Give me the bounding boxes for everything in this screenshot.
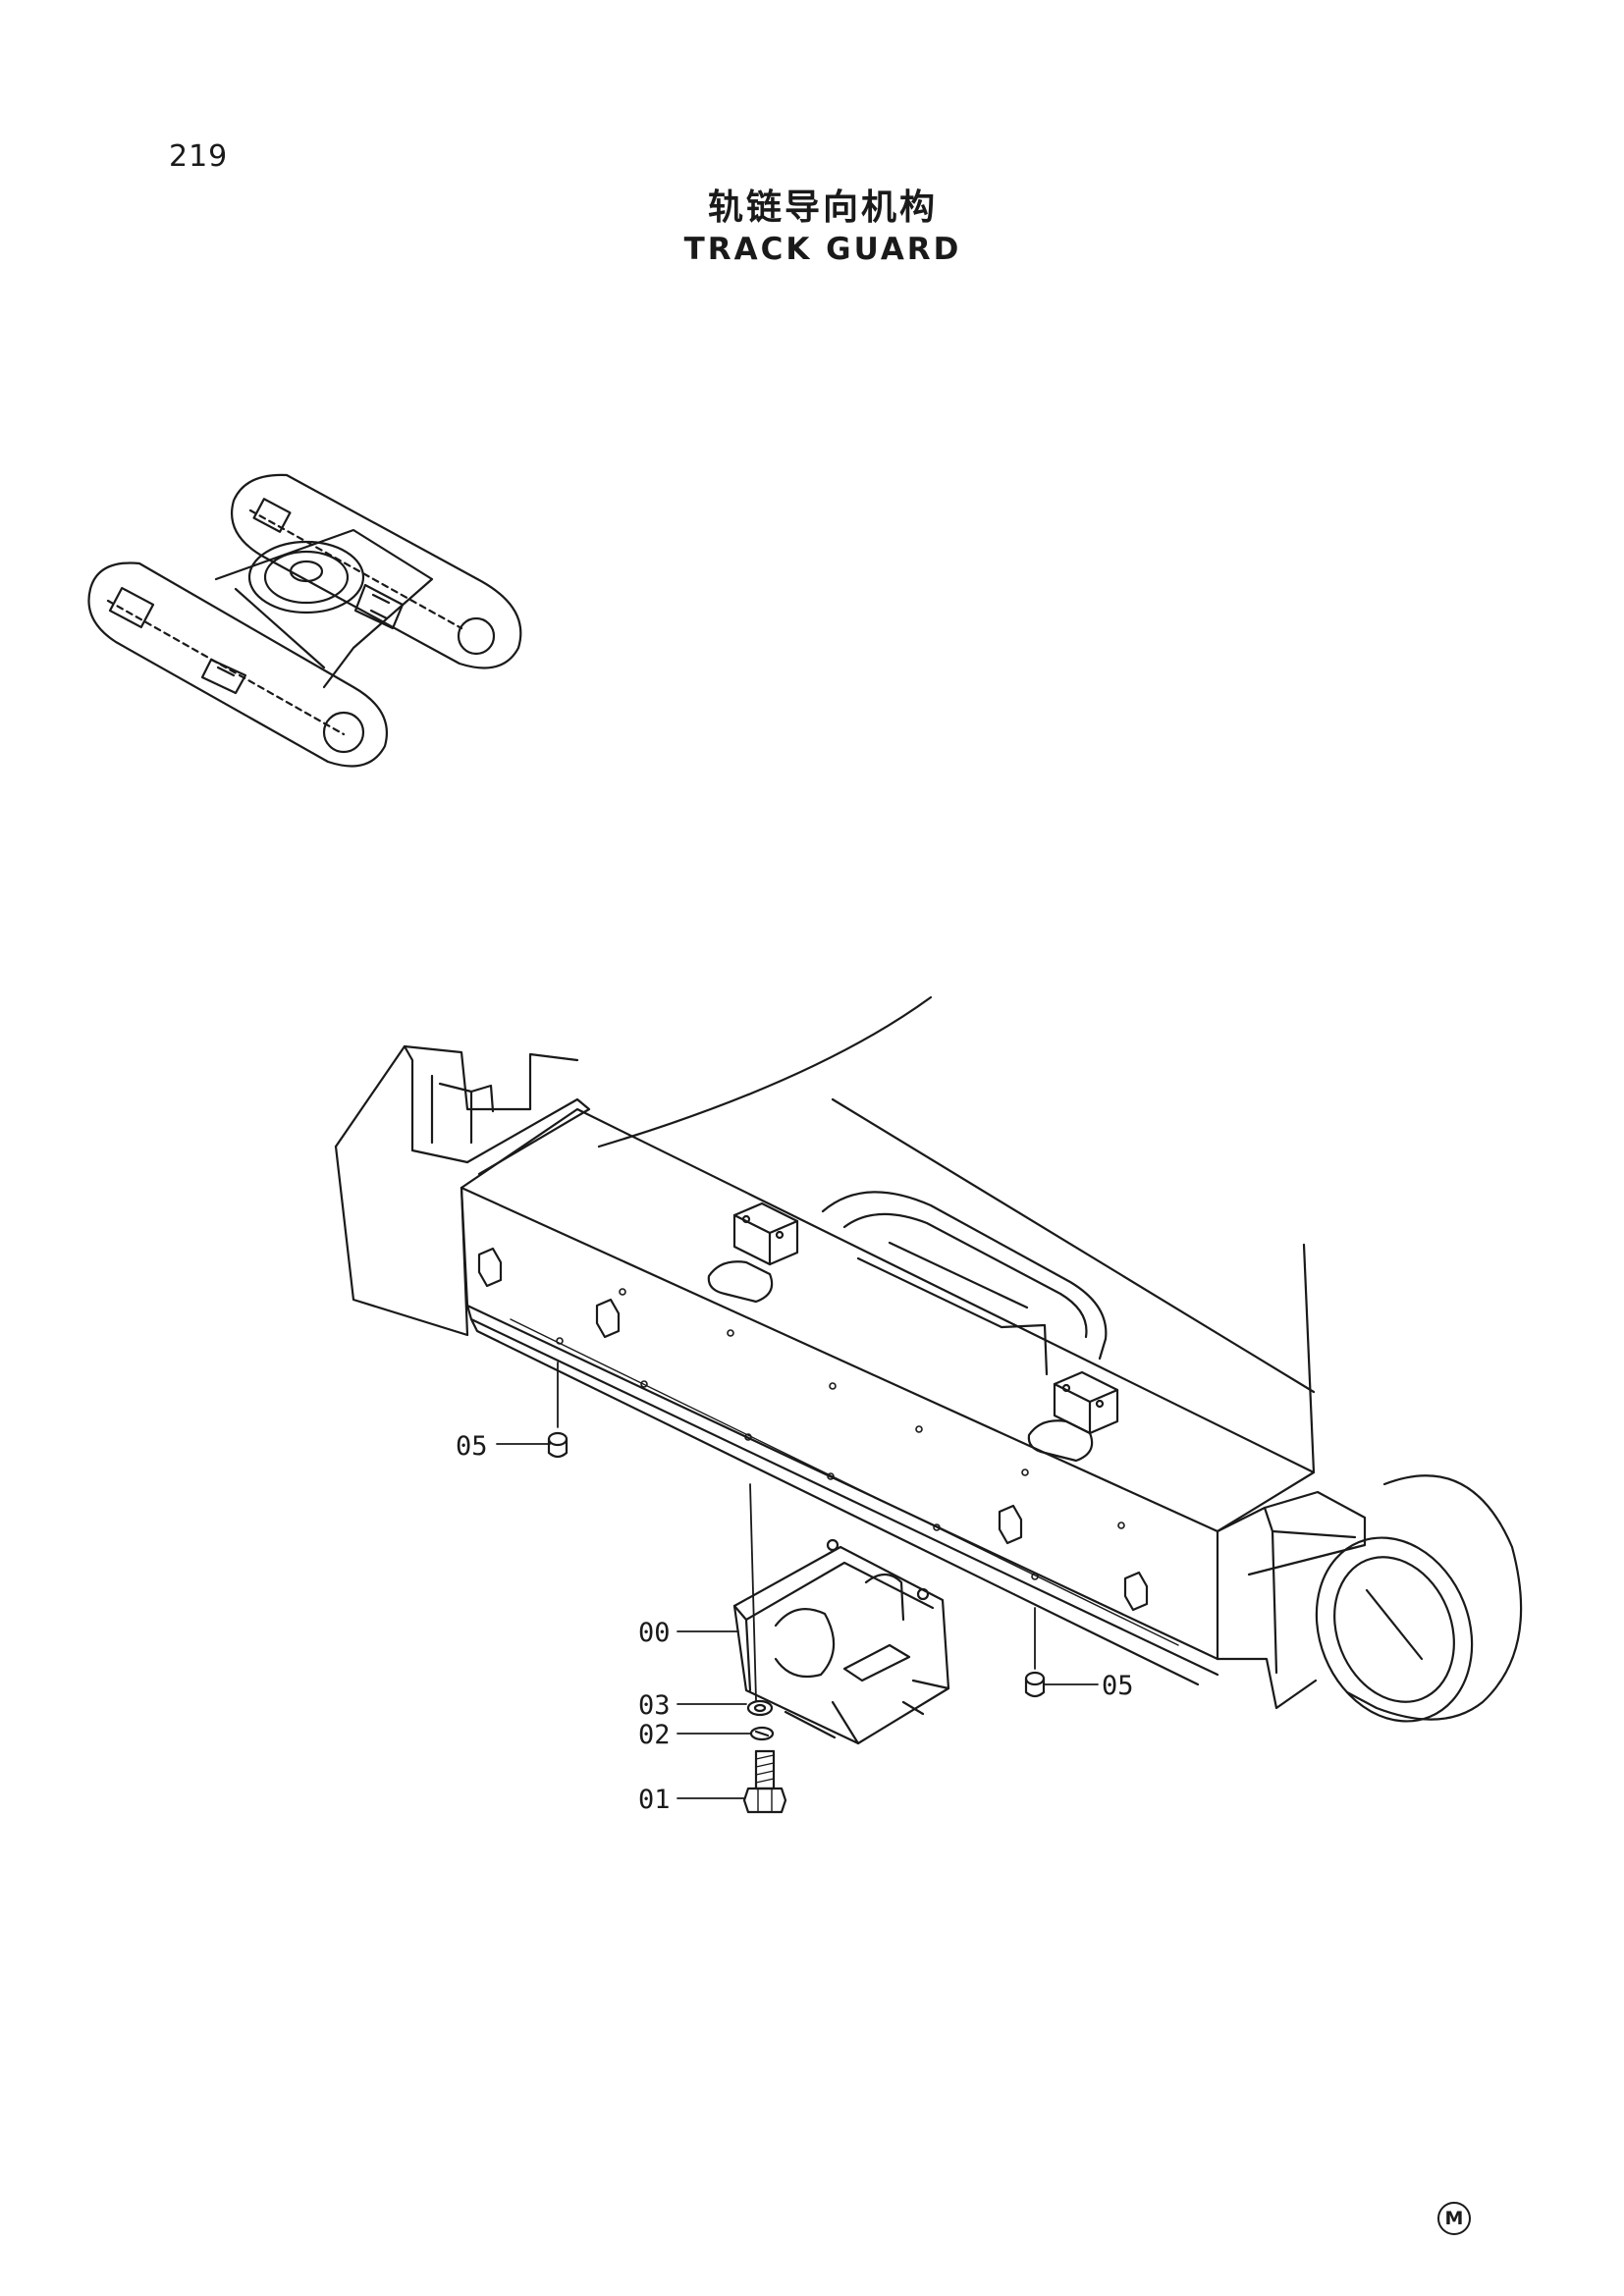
leader-lines [496,1362,1099,1799]
track-guard-part [732,1538,950,1745]
callout-00: 00 [638,1618,671,1648]
callout-05-left: 05 [456,1431,488,1462]
manufacturer-mark: M [1437,2202,1471,2235]
track-frame [334,995,1523,1723]
title-chinese: 轨链导向机构 [707,187,938,228]
callout-02: 02 [638,1720,671,1750]
callout-01: 01 [638,1785,671,1815]
title-english: TRACK GUARD [683,232,962,267]
hardware-parts [547,1431,1046,1814]
callout-05-right: 05 [1102,1671,1134,1701]
undercarriage-overview [87,473,522,768]
callout-03: 03 [638,1690,671,1721]
page-number: 219 [169,139,229,174]
